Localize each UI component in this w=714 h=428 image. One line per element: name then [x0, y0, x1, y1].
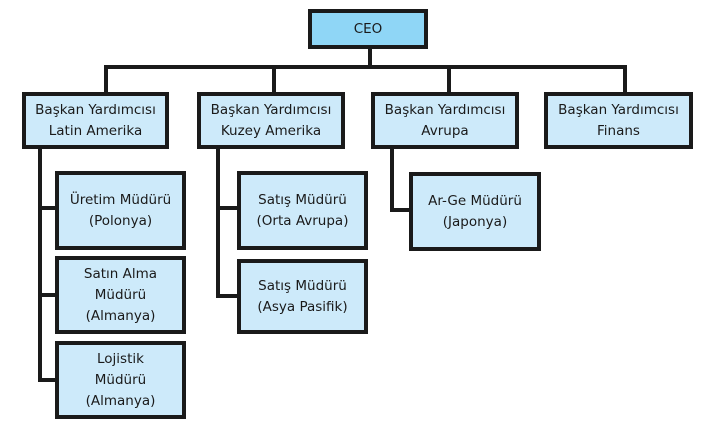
- node-sales-manager-asia-pacific: Satış Müdürü (Asya Pasifik): [237, 259, 368, 334]
- node-label: (Japonya): [442, 213, 508, 230]
- node-vp-europe: Başkan Yardımcısı Avrupa: [371, 92, 519, 149]
- node-label: (Polonya): [88, 212, 153, 229]
- connector-line: [104, 65, 108, 95]
- node-label: CEO: [353, 20, 383, 37]
- node-label: Avrupa: [421, 122, 469, 139]
- node-label: Müdürü: [94, 286, 147, 303]
- node-label: Finans: [597, 122, 640, 139]
- node-production-manager: Üretim Müdürü (Polonya): [55, 171, 186, 250]
- node-purchasing-manager: Satın Alma Müdürü (Almanya): [55, 256, 186, 334]
- node-vp-latin-america: Başkan Yardımcısı Latin Amerika: [22, 92, 169, 149]
- connector-line: [216, 294, 240, 298]
- node-label: (Orta Avrupa): [256, 212, 349, 229]
- connector-line: [216, 146, 220, 298]
- node-label: (Almanya): [85, 392, 156, 409]
- node-label: Lojistik: [97, 350, 144, 367]
- node-logistics-manager: Lojistik Müdürü (Almanya): [55, 341, 186, 419]
- node-rnd-manager: Ar-Ge Müdürü (Japonya): [409, 172, 541, 251]
- connector-line: [390, 208, 412, 212]
- node-label: Üretim Müdürü: [69, 191, 172, 208]
- connector-line: [38, 146, 42, 382]
- connector-line: [38, 206, 58, 210]
- connector-line: [216, 206, 240, 210]
- connector-line: [38, 293, 58, 297]
- connector-line: [272, 65, 276, 95]
- node-ceo: CEO: [308, 9, 428, 49]
- node-label: Başkan Yardımcısı: [384, 101, 506, 118]
- node-label: Satın Alma: [83, 265, 158, 282]
- node-label: Satış Müdürü: [258, 277, 347, 294]
- connector-line: [38, 378, 58, 382]
- node-vp-finance: Başkan Yardımcısı Finans: [544, 92, 693, 149]
- connector-line: [623, 65, 627, 95]
- node-vp-north-america: Başkan Yardımcısı Kuzey Amerika: [197, 92, 345, 149]
- node-label: (Almanya): [85, 307, 156, 324]
- node-label: Latin Amerika: [48, 122, 143, 139]
- node-sales-manager-central-europe: Satış Müdürü (Orta Avrupa): [237, 171, 368, 250]
- connector-line: [447, 65, 451, 95]
- connector-line: [368, 46, 372, 69]
- node-label: (Asya Pasifik): [257, 298, 348, 315]
- connector-line: [104, 65, 627, 69]
- node-label: Satış Müdürü: [258, 191, 347, 208]
- node-label: Başkan Yardımcısı: [558, 101, 679, 118]
- node-label: Başkan Yardımcısı: [35, 101, 156, 118]
- node-label: Müdürü: [94, 371, 147, 388]
- node-label: Başkan Yardımcısı: [210, 101, 332, 118]
- node-label: Kuzey Amerika: [220, 122, 322, 139]
- connector-line: [390, 146, 394, 212]
- node-label: Ar-Ge Müdürü: [428, 192, 522, 209]
